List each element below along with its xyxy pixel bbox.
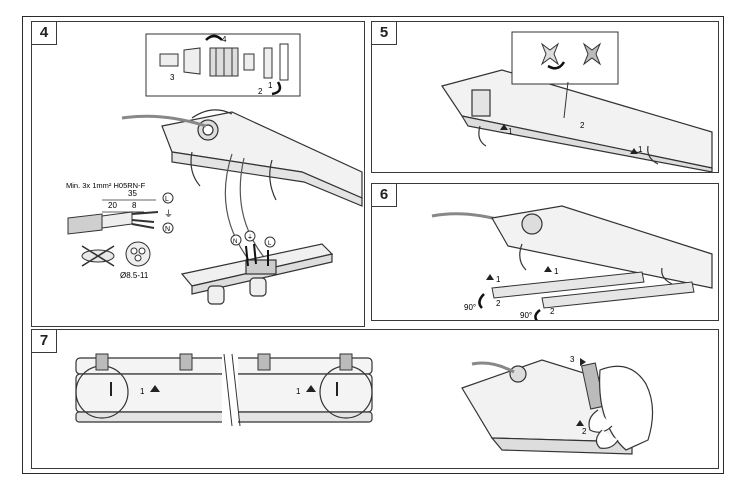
terminal-l-label: L (268, 241, 272, 247)
wire-spec-text: Min. 3x 1mm² H05RN-F (66, 181, 146, 190)
terminal-n-label: N (233, 239, 237, 245)
step-5-panel: 5 1 1 2 (371, 21, 719, 173)
step-7-panel: 7 1 1 (31, 329, 719, 469)
step7-callout-1b: 1 (296, 387, 301, 396)
step7-callout-2: 2 (582, 427, 587, 436)
step4-callout-4: 4 (222, 35, 227, 44)
step-6-illustration: 1 1 2 2 90° 90° (431, 205, 713, 320)
step-7-number: 7 (32, 330, 57, 353)
instruction-sheet: 4 3 4 1 2 (22, 16, 724, 474)
step7-callout-3: 3 (570, 355, 575, 364)
step7-callout-1a: 1 (140, 387, 145, 396)
step6-callout-2a: 2 (496, 299, 501, 308)
step6-callout-1b: 1 (554, 267, 559, 276)
step-5-number: 5 (372, 22, 397, 45)
step-4-illustration: 3 4 1 2 (66, 33, 363, 305)
dim-35: 35 (128, 189, 137, 198)
step4-callout-1: 1 (268, 81, 273, 90)
step5-callout-1a: 1 (508, 127, 513, 136)
step-4-number: 4 (32, 22, 57, 45)
step5-callout-2: 2 (580, 121, 585, 130)
step4-callout-3: 3 (170, 73, 175, 82)
step-6-panel: 6 1 1 2 2 90° 90° (371, 183, 719, 321)
step6-angle-b: 90° (520, 311, 532, 320)
step-7-illustration: 1 1 3 2 (75, 350, 654, 455)
step4-callout-2: 2 (258, 87, 263, 96)
wire-earth-symbol: ⏚ (164, 209, 173, 219)
step-4-panel: 4 3 4 1 2 (31, 21, 365, 327)
wire-l-label: L (165, 196, 169, 203)
terminal-earth-label: ⏚ (247, 234, 253, 241)
step6-callout-1a: 1 (496, 275, 501, 284)
step6-angle-a: 90° (464, 303, 476, 312)
dim-8: 8 (132, 201, 137, 210)
step-6-number: 6 (372, 184, 397, 207)
wire-n-label: N (165, 226, 170, 233)
step6-callout-2b: 2 (550, 307, 555, 316)
dim-20: 20 (108, 201, 117, 210)
step-5-illustration: 1 1 2 (441, 31, 713, 172)
step5-callout-1b: 1 (638, 145, 643, 154)
cable-diameter: Ø8.5-11 (120, 271, 149, 280)
